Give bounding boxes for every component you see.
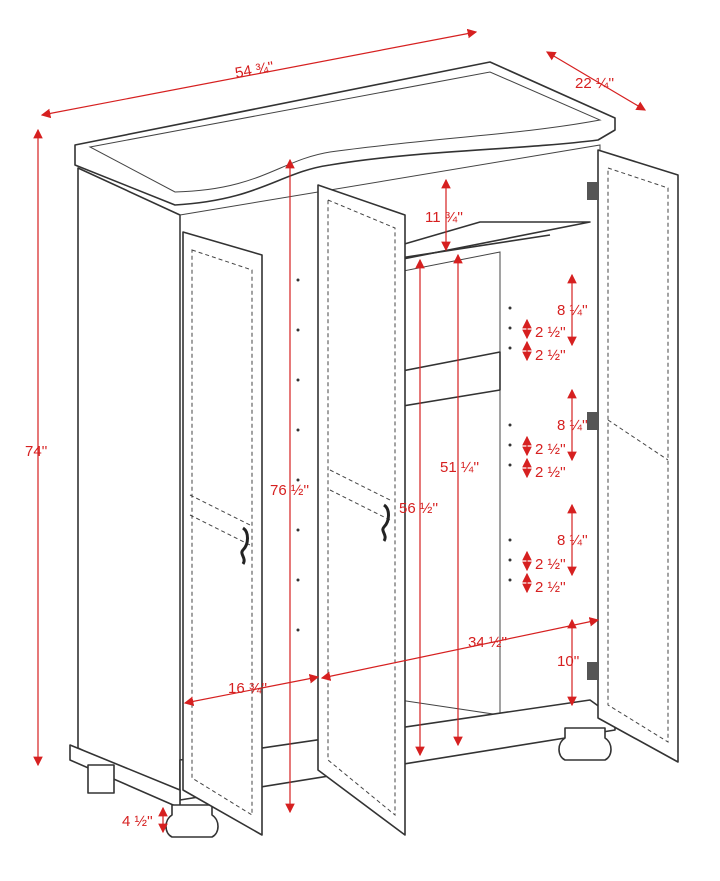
center-door [317,184,406,836]
pin-spacing-3b-label: 2 ½'' [535,579,566,596]
right-interior-width-label: 34 ½'' [468,634,507,651]
left-side-panel [77,167,181,801]
depth-label: 22 ¼'' [575,75,614,92]
width-label: 54 ¾'' [234,58,276,82]
door-opening-height-label: 56 ½'' [399,500,438,517]
foot-right [558,727,612,761]
pin-spacing-2b-label: 2 ½'' [535,464,566,481]
height-label: 74'' [25,443,48,460]
dimension-lines [33,28,647,834]
hinge-middle [587,412,599,430]
pin-spacing-3a-label: 2 ½'' [535,556,566,573]
shelf-spacing-1-label: 8 ¼'' [557,302,588,319]
interior-height-left-label: 76 ½'' [270,482,309,499]
hinge-top [587,182,599,200]
leg-height-label: 4 ½'' [122,813,153,830]
foot-front-left [165,804,219,838]
right-door [597,149,679,763]
wardrobe-drawing [69,61,679,838]
hanging-height-label: 51 ¼'' [440,459,479,476]
left-door [182,231,263,836]
foot-back-left [87,764,115,794]
left-door-handle [240,526,249,565]
cabinet-top [74,61,616,206]
bottom-gap-label: 10'' [557,653,580,670]
center-door-handle [381,503,390,542]
pin-spacing-1a-label: 2 ½'' [535,324,566,341]
dimension-labels: 54 ¾'' 22 ¼'' 74'' 11 ¾'' 76 ½'' 51 ¼'' … [25,58,614,830]
shelf-spacing-3-label: 8 ¼'' [557,532,588,549]
left-interior-width-label: 16 ¾'' [228,680,267,697]
top-shelf-gap-label: 11 ¾'' [425,209,463,226]
shelf-spacing-2-label: 8 ¼'' [557,417,588,434]
pin-spacing-1b-label: 2 ½'' [535,347,566,364]
hinge-bottom [587,662,599,680]
pin-spacing-2a-label: 2 ½'' [535,441,566,458]
